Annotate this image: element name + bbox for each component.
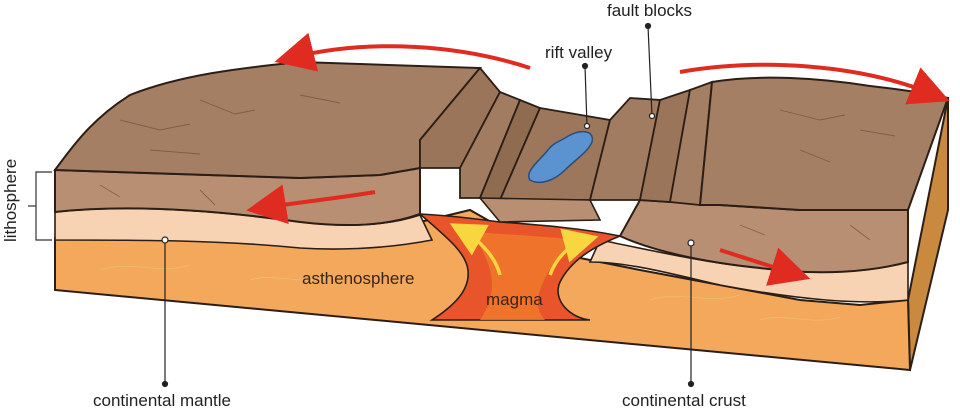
left-crust-top [53,60,483,180]
leader-lines [161,22,695,388]
rift-lake [527,130,594,184]
arrow-top-left [274,32,531,72]
magma-arrow-right [548,228,599,276]
lithosphere-bracket [28,171,52,241]
label-continental-crust: continental crust [622,391,746,410]
deep-layer-texture [99,264,841,321]
arrow-mid-left [246,184,376,225]
fault-block-right-1 [588,97,662,201]
label-rift-valley: rift valley [545,43,613,62]
right-crust-top [698,76,950,211]
magma-arrow-left [449,223,502,276]
label-fault-blocks: fault blocks [607,1,693,20]
surface-texture [99,94,896,241]
arrow-top-right [679,62,950,105]
label-asthenosphere: asthenosphere [302,269,415,288]
label-magma: magma [486,290,543,309]
rift-floor-front [478,197,602,223]
label-lithosphere: lithosphere [1,158,20,242]
fault-block-left-2 [459,90,522,199]
label-continental-mantle: continental mantle [93,391,231,410]
left-crust-front [54,166,421,227]
magma-core [470,232,580,320]
fault-block-left-1 [419,66,502,169]
arrow-mid-right [719,247,811,286]
